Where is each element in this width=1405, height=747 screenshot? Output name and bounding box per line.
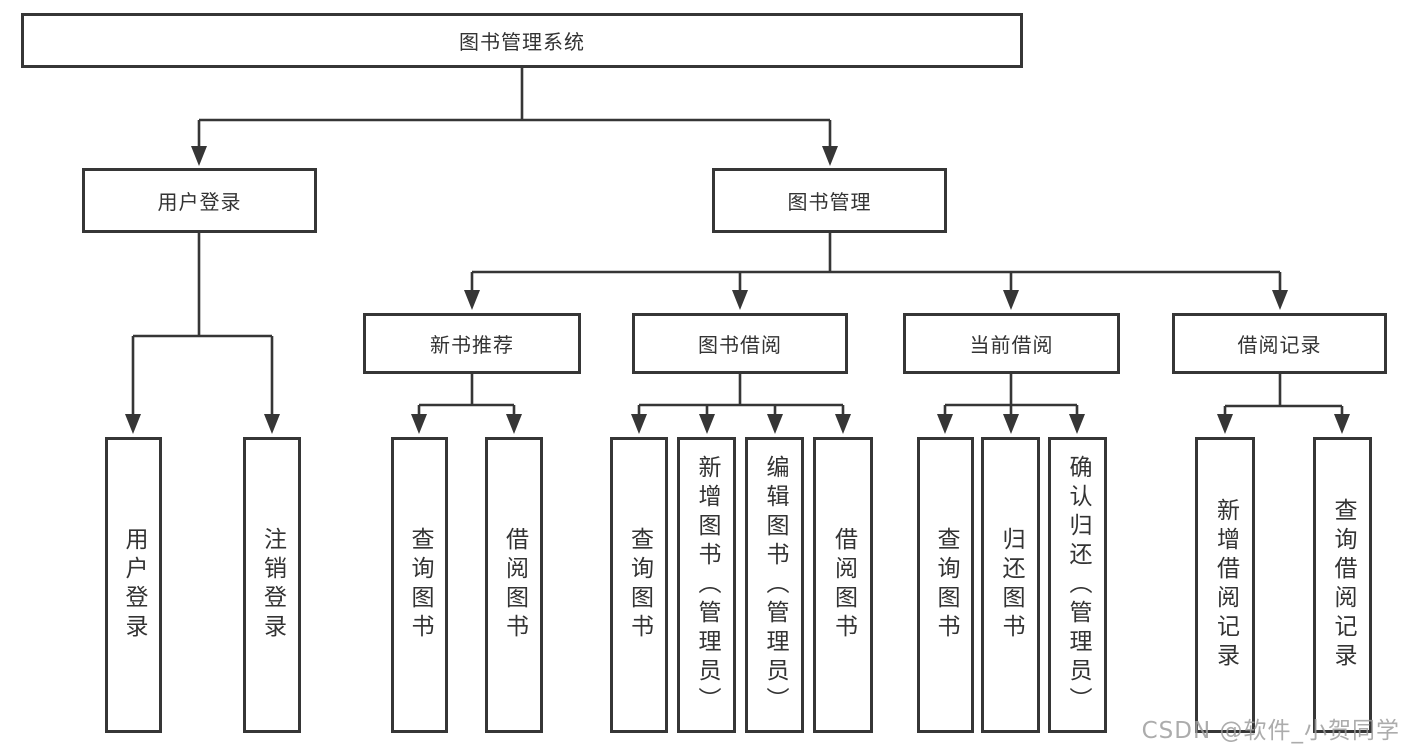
arrow-down-icon [1003,414,1019,434]
leaf-user-login: 用户登录 [105,437,162,733]
node-book-borrowing-label: 图书借阅 [698,333,782,357]
arrow-down-icon [937,414,953,434]
node-system-root-label: 图书管理系统 [459,30,585,54]
node-book-management: 图书管理 [712,168,947,233]
node-current-borrowing: 当前借阅 [903,313,1120,374]
node-new-book-recommend-label: 新书推荐 [430,333,514,357]
leaf-borrow-books-recommend: 借阅图书 [485,437,543,733]
leaf-add-borrow-record-label: 新增借阅记录 [1212,498,1239,672]
connector-book-borrowing-to-leaves [631,374,851,434]
leaf-confirm-return-admin: 确认归还（管理员） [1048,437,1107,733]
arrow-down-icon [1069,414,1085,434]
arrow-down-icon [464,290,480,310]
leaf-query-borrow-record-label: 查询借阅记录 [1330,498,1356,672]
leaf-return-books: 归还图书 [981,437,1040,733]
leaf-query-books-recommend-label: 查询图书 [407,527,433,643]
arrow-down-icon [822,146,838,166]
leaf-query-books-recommend: 查询图书 [391,437,448,733]
arrow-down-icon [125,414,141,434]
leaf-edit-books-admin-label: 编辑图书（管理员） [762,454,788,716]
connector-current-borrowing-to-leaves [937,374,1085,434]
node-borrowing-records: 借阅记录 [1172,313,1387,374]
node-book-borrowing: 图书借阅 [632,313,848,374]
leaf-query-borrow-record: 查询借阅记录 [1313,437,1372,733]
connector-borrowing-records-to-leaves [1217,374,1350,434]
connector-book-management-to-level3 [464,233,1288,310]
leaf-confirm-return-admin-label: 确认归还（管理员） [1065,454,1091,716]
node-book-management-label: 图书管理 [787,190,872,214]
arrow-down-icon [264,414,280,434]
arrow-down-icon [767,414,783,434]
leaf-add-borrow-record: 新增借阅记录 [1195,437,1255,733]
leaf-query-books-borrowing-label: 查询图书 [626,527,653,643]
arrow-down-icon [835,414,851,434]
csdn-watermark: CSDN @软件_小贺同学 [1141,718,1400,744]
arrow-down-icon [506,414,522,434]
arrow-down-icon [732,290,748,310]
arrow-down-icon [1217,414,1233,434]
leaf-logout-login-label: 注销登录 [259,527,286,643]
leaf-add-books-admin-label: 新增图书（管理员） [694,454,720,716]
arrow-down-icon [411,414,427,434]
leaf-query-books-current: 查询图书 [917,437,974,733]
node-user-login: 用户登录 [82,168,317,233]
node-borrowing-records-label: 借阅记录 [1237,333,1322,357]
node-new-book-recommend: 新书推荐 [363,313,581,374]
leaf-logout-login: 注销登录 [243,437,301,733]
leaf-borrow-books-recommend-label: 借阅图书 [501,527,528,643]
node-user-login-label: 用户登录 [157,190,242,214]
leaf-query-books-current-label: 查询图书 [933,527,959,643]
node-system-root: 图书管理系统 [21,13,1023,68]
arrow-down-icon [1272,290,1288,310]
leaf-query-books-borrowing: 查询图书 [610,437,668,733]
leaf-add-books-admin: 新增图书（管理员） [677,437,736,733]
connector-root-to-level2 [191,68,838,166]
leaf-edit-books-admin: 编辑图书（管理员） [745,437,804,733]
arrow-down-icon [699,414,715,434]
node-current-borrowing-label: 当前借阅 [969,333,1054,357]
leaf-return-books-label: 归还图书 [998,527,1024,643]
arrow-down-icon [1003,290,1019,310]
arrow-down-icon [191,146,207,166]
leaf-borrow-books-borrowing-label: 借阅图书 [830,527,857,643]
arrow-down-icon [631,414,647,434]
connector-new-book-recommend-to-leaves [411,374,522,434]
connector-user-login-to-leaves [125,233,280,434]
arrow-down-icon [1334,414,1350,434]
leaf-borrow-books-borrowing: 借阅图书 [813,437,873,733]
leaf-user-login-label: 用户登录 [121,527,147,643]
